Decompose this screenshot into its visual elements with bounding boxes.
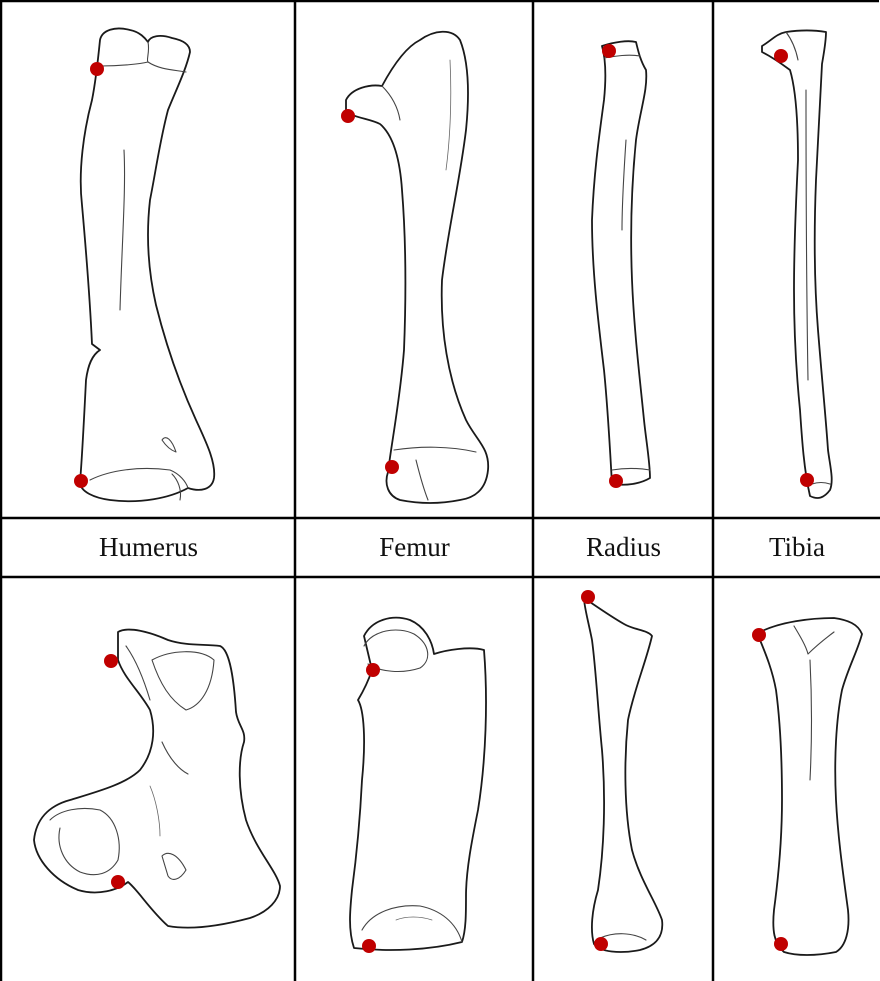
landmark-dot-humerus-bottom-proximal [104, 654, 118, 668]
label-radius: Radius [534, 518, 713, 576]
landmark-dot-humerus-top-distal [74, 474, 88, 488]
tibia-bottom-view [760, 618, 862, 955]
label-tibia: Tibia [714, 518, 880, 576]
landmark-dot-tibia-top-distal [800, 473, 814, 487]
landmark-dot-femur-bottom-proximal [366, 663, 380, 677]
landmark-dot-tibia-top-proximal [774, 49, 788, 63]
femur-top-view [346, 32, 488, 503]
tibia-top-view [762, 31, 832, 499]
landmark-dot-femur-bottom-distal [362, 939, 376, 953]
landmark-dot-radius-top-distal [609, 474, 623, 488]
radius-bottom-view [584, 598, 662, 952]
label-humerus: Humerus [2, 518, 295, 576]
landmark-dot-radius-top-proximal [602, 44, 616, 58]
humerus-top-view [80, 28, 214, 501]
radius-top-view [592, 41, 650, 485]
landmark-dot-femur-top-distal [385, 460, 399, 474]
landmark-dot-humerus-top-proximal [90, 62, 104, 76]
landmark-dot-radius-bottom-proximal [581, 590, 595, 604]
label-femur: Femur [296, 518, 533, 576]
landmark-dot-radius-bottom-distal [594, 937, 608, 951]
humerus-bottom-view [34, 630, 280, 928]
landmark-dot-humerus-bottom-distal [111, 875, 125, 889]
landmark-dot-tibia-bottom-distal [774, 937, 788, 951]
landmark-dot-femur-top-proximal [341, 109, 355, 123]
landmark-dot-tibia-bottom-proximal [752, 628, 766, 642]
